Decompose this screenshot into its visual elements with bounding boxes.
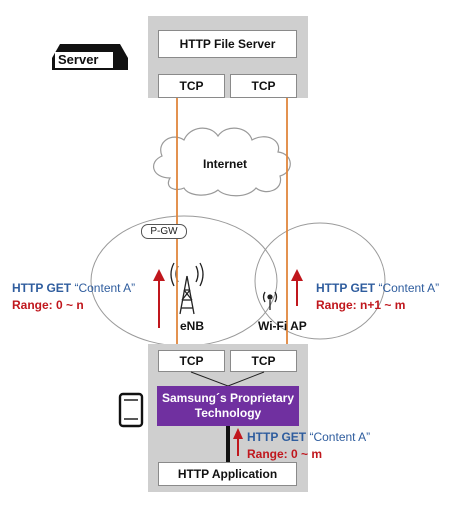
server-tcp-left-box: TCP: [158, 74, 225, 98]
wifi-antenna-icon: [262, 291, 278, 310]
cell-tower-icon: [170, 262, 204, 315]
right-request-label: HTTP GET “Content A”: [316, 281, 439, 295]
app-request-label: HTTP GET “Content A”: [247, 430, 370, 444]
left-request-arrow: [153, 269, 165, 328]
proprietary-line1: Samsung´s Proprietary: [161, 391, 295, 405]
proprietary-technology-box: Samsung´s Proprietary Technology: [157, 386, 299, 426]
internet-label: Internet: [203, 157, 248, 171]
device-tcp-right-box: TCP: [230, 350, 297, 372]
proprietary-line2: Technology: [194, 406, 262, 420]
internet-cloud: [153, 127, 291, 197]
server-badge-label: Server: [58, 52, 99, 67]
enb-label: eNB: [180, 319, 205, 333]
right-request-content: “Content A”: [378, 281, 440, 295]
right-request-range: Range: n+1 ~ m: [316, 298, 406, 312]
pgw-tag: P-GW: [141, 224, 187, 239]
http-file-server-box: HTTP File Server: [158, 30, 297, 58]
wifi-ap-label: Wi-Fi AP: [258, 319, 307, 333]
left-request-range: Range: 0 ~ n: [12, 298, 84, 312]
server-tcp-right-box: TCP: [230, 74, 297, 98]
left-request-label: HTTP GET “Content A”: [12, 281, 135, 295]
app-request-content: “Content A”: [309, 430, 371, 444]
right-request-method: HTTP GET: [316, 281, 376, 295]
right-request-arrow: [291, 269, 303, 306]
app-request-range: Range: 0 ~ m: [247, 447, 323, 461]
mobile-phone-icon: [118, 392, 144, 428]
http-application-box: HTTP Application: [158, 462, 297, 486]
device-tcp-left-box: TCP: [158, 350, 225, 372]
left-request-method: HTTP GET: [12, 281, 72, 295]
app-request-method: HTTP GET: [247, 430, 307, 444]
left-request-content: “Content A”: [74, 281, 136, 295]
wifi-coverage-area: [254, 222, 386, 340]
